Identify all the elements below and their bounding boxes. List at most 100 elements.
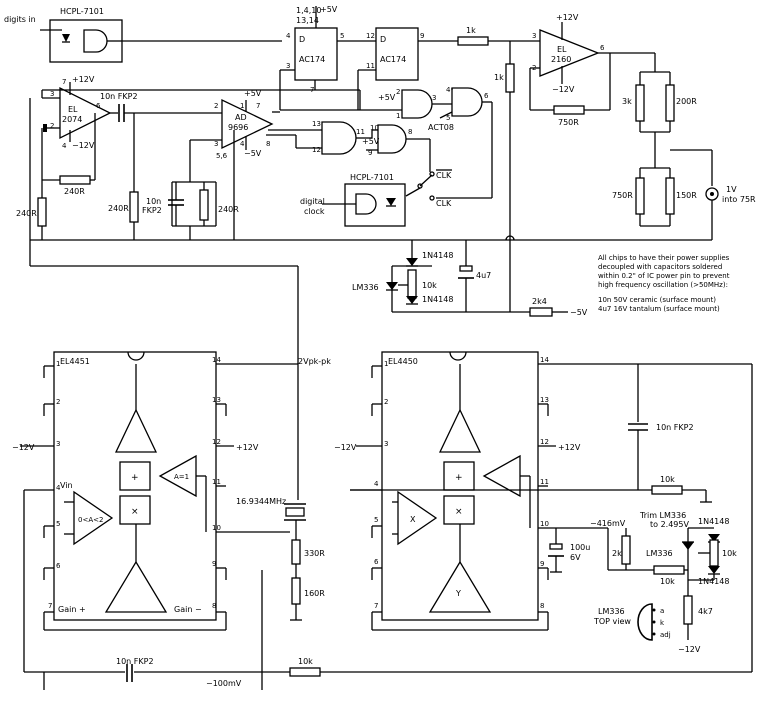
svg-text:3: 3: [56, 440, 60, 448]
label-d2: 1N4148: [422, 295, 453, 304]
x-amp-4450: [397, 490, 438, 546]
svg-text:2: 2: [50, 122, 54, 130]
svg-text:8: 8: [408, 128, 412, 136]
label-10k-r1: 10k: [660, 475, 675, 484]
label-digits-in: digits in: [4, 15, 36, 24]
label-a1: A=1: [174, 473, 189, 481]
label-150: 150R: [676, 191, 697, 200]
label-10k-pot: 10k: [422, 281, 437, 290]
svg-text:1: 1: [240, 102, 244, 110]
resistor-2k4: [529, 307, 553, 317]
svg-text:1: 1: [56, 360, 60, 368]
label-plus12v-el2160: +12V: [556, 13, 579, 22]
label-750-bot: 750R: [612, 191, 633, 200]
resistor-240-d: [199, 189, 209, 221]
svg-text:13: 13: [212, 396, 221, 404]
label-ac174-2: AC174: [380, 55, 406, 64]
label-out-a: 1V: [726, 185, 737, 194]
multiplier-block-4451: [119, 495, 151, 525]
label-2k4: 2k4: [532, 297, 547, 306]
svg-text:6: 6: [600, 44, 605, 52]
label-act08: ACT08: [428, 123, 454, 132]
svg-text:12: 12: [212, 438, 221, 446]
note-line-1: All chips to have their power supplies: [598, 254, 730, 262]
label-240-d: 240R: [218, 205, 239, 214]
svg-text:10: 10: [212, 524, 221, 532]
label-750-top: 750R: [558, 118, 579, 127]
el4451-pins-left: 1 2 −12V 3 4 Vin 5 6 7: [12, 360, 73, 613]
label-hcpl-top: HCPL-7101: [60, 7, 104, 16]
trim-pot-10k-r: [709, 539, 719, 567]
label-out-b: into 75R: [722, 195, 756, 204]
label-minus12v-bottom: −12V: [678, 645, 701, 654]
label-ac174-pins2: 13,14: [296, 16, 319, 25]
svg-text:10: 10: [370, 124, 379, 132]
label-trim-b: to 2.495V: [650, 520, 689, 529]
zener-icon: [682, 542, 694, 550]
label-d1: 1N4148: [422, 251, 453, 260]
led-icon: [386, 198, 396, 206]
note-line-6: 4u7 16V tantalum (surface mount): [598, 305, 720, 313]
adder-block-4451: [119, 461, 151, 491]
resistor-750-bot: [635, 177, 645, 215]
label-minus12v-4451: −12V: [12, 443, 35, 452]
svg-text:12: 12: [366, 32, 375, 40]
svg-text:2: 2: [214, 102, 218, 110]
crystal-icon: [285, 507, 305, 517]
label-plus12v-2074: +12V: [72, 75, 95, 84]
gate-icon: [83, 29, 108, 53]
resistor-10k-r1: [651, 485, 683, 495]
svg-text:11: 11: [212, 478, 221, 486]
label-10k-r2: 10k: [660, 577, 675, 586]
resistor-160: [291, 577, 301, 605]
svg-text:2: 2: [56, 398, 60, 406]
label-minus416: −416mV: [590, 519, 626, 528]
label-digital-clock-a: digital: [300, 197, 325, 206]
label-lm336-top-a: LM336: [598, 607, 625, 616]
resistor-1k-top: [457, 36, 489, 46]
resistor-3k: [635, 84, 645, 122]
label-d2: D: [380, 35, 386, 44]
svg-text:4: 4: [62, 142, 67, 150]
label-plus12v-4450: +12V: [558, 443, 581, 452]
label-el4451: EL4451: [60, 357, 90, 366]
y-amp-4450: [428, 560, 492, 613]
svg-text:5: 5: [374, 516, 378, 524]
label-cap-mid-b: FKP2: [142, 206, 162, 215]
label-el4450: EL4450: [388, 357, 418, 366]
resistor-4k7: [683, 595, 693, 625]
svg-text:12: 12: [540, 438, 549, 446]
label-digital-clock-b: clock: [304, 207, 325, 216]
label-cap-mid-a: 10n: [146, 197, 161, 206]
label-100u-b: 6V: [570, 553, 581, 562]
label-ad9696-b: 9696: [228, 123, 248, 132]
svg-text:6: 6: [374, 558, 379, 566]
ac174-chip-1: [294, 27, 338, 81]
svg-text:4: 4: [56, 484, 61, 492]
label-plus12v-4451: +12V: [236, 443, 259, 452]
label-ac174-1: AC174: [299, 55, 325, 64]
label-gain-plus: Gain +: [58, 605, 86, 614]
svg-text:12: 12: [312, 146, 321, 154]
label-4k7: 4k7: [698, 607, 713, 616]
label-vin: Vin: [60, 481, 73, 490]
multiply-icon: ×: [131, 507, 139, 517]
label-y-block: Y: [455, 589, 461, 598]
label-xtal: 16.9344MHz: [236, 497, 286, 506]
led-icon: [62, 34, 70, 42]
svg-text:4: 4: [374, 480, 379, 488]
note-line-5: 10n 50V ceramic (surface mount): [598, 296, 716, 304]
el2160-amp: [539, 29, 600, 77]
svg-text:3: 3: [384, 440, 388, 448]
label-lm336: LM336: [352, 283, 379, 292]
and-gate-3: [401, 89, 433, 119]
el4450-pins-right: 14 13 12 +12V 11 10 9 8: [538, 356, 752, 613]
label-2vpp: 2Vpk-pk: [298, 357, 331, 366]
svg-text:7: 7: [374, 602, 378, 610]
svg-text:8: 8: [540, 602, 544, 610]
multiplier-block-4450: [443, 495, 475, 525]
svg-text:8: 8: [212, 602, 216, 610]
label-el2160-b: 2160: [551, 55, 571, 64]
and-gate-1: [321, 121, 357, 155]
label-cap10n-bottom: 10n FKP2: [116, 657, 154, 666]
